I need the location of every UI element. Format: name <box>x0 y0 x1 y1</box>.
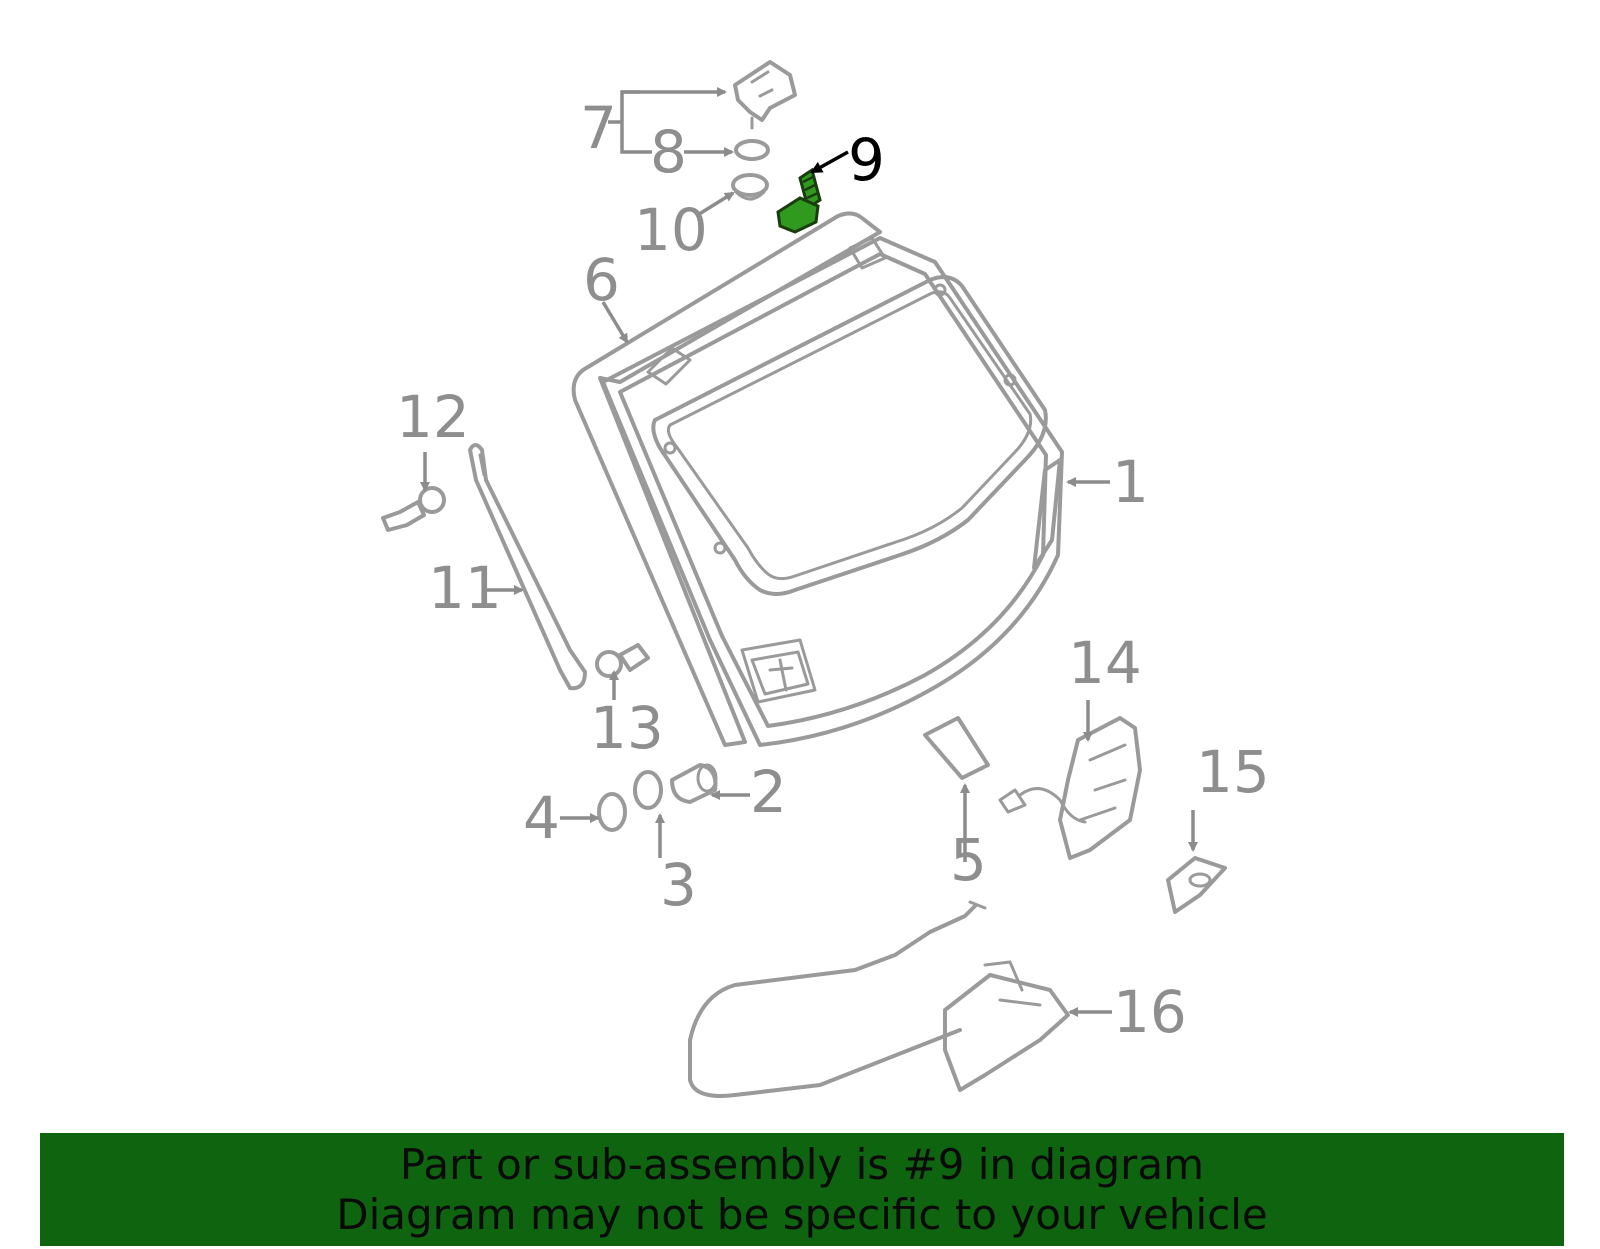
leader-lines <box>420 87 1198 1017</box>
striker-bracket <box>1166 856 1227 914</box>
liftgate-door <box>601 236 1064 747</box>
release-cable <box>688 900 1070 1098</box>
ball-stud-upper <box>381 486 446 532</box>
callout-6: 6 <box>583 246 620 314</box>
callout-9: 9 <box>848 126 885 194</box>
callout-15: 15 <box>1196 738 1270 806</box>
callout-13: 13 <box>590 694 664 762</box>
callout-7: 7 <box>580 94 617 162</box>
banner-line-2: Diagram may not be specific to your vehi… <box>336 1189 1268 1239</box>
gas-strut <box>468 443 587 691</box>
weatherstrip <box>571 211 882 747</box>
grommet <box>731 173 769 201</box>
washer <box>734 139 770 161</box>
info-banner: Part or sub-assembly is #9 in diagram Di… <box>40 1133 1564 1246</box>
callout-11: 11 <box>428 554 502 622</box>
hinge <box>733 60 797 130</box>
highlighted-bolt <box>776 167 822 234</box>
callout-2: 2 <box>750 758 787 826</box>
callout-10: 10 <box>634 196 708 264</box>
o-ring-4 <box>597 792 627 832</box>
callout-3: 3 <box>660 851 697 919</box>
banner-line-1: Part or sub-assembly is #9 in diagram <box>399 1139 1205 1189</box>
callout-4: 4 <box>523 784 560 852</box>
callout-14: 14 <box>1068 629 1142 697</box>
o-ring-3 <box>633 770 663 810</box>
callout-12: 12 <box>396 383 470 451</box>
callout-5: 5 <box>950 826 987 894</box>
callout-16: 16 <box>1113 978 1187 1046</box>
latch-actuator <box>998 716 1142 860</box>
callout-8: 8 <box>650 118 687 186</box>
bumper-stop <box>670 763 718 804</box>
rear-glass <box>651 275 1048 596</box>
pad <box>923 716 990 780</box>
ball-stud-lower <box>595 643 650 678</box>
callout-1: 1 <box>1112 448 1149 516</box>
